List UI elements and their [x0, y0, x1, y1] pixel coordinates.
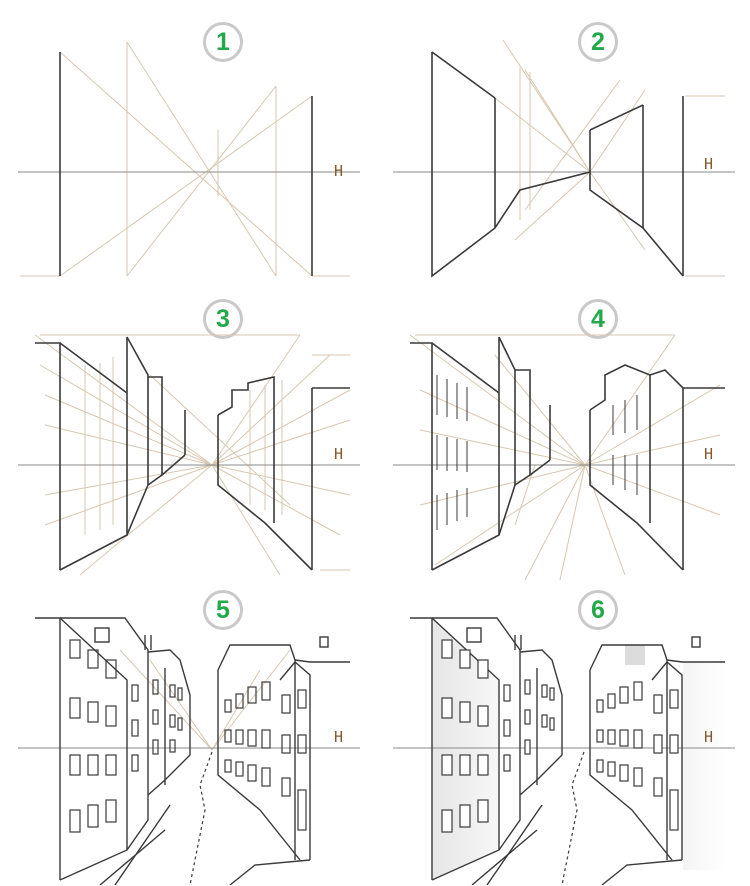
step-drawing [18, 617, 360, 885]
step-panel-3: 3 [0, 295, 375, 590]
horizon-mark: H [704, 445, 713, 463]
step-drawing [18, 41, 360, 277]
step-number: 2 [591, 27, 605, 56]
horizon-mark: H [704, 728, 713, 746]
step-number: 3 [216, 304, 230, 333]
step-number: 1 [216, 27, 230, 56]
horizon-label: H [334, 728, 344, 746]
step-badge: 2 [578, 22, 618, 62]
step-panel-6: 6 [375, 590, 750, 885]
horizon-label: H [334, 445, 344, 463]
horizon-label: H [704, 155, 714, 173]
step-drawing [18, 334, 360, 576]
step-panel-5: 5 [0, 590, 375, 885]
step-number: 6 [591, 595, 605, 624]
step-number: 5 [216, 595, 230, 624]
step-drawing [393, 617, 735, 885]
step-badge: 3 [203, 299, 243, 339]
step-panel-4: 4 [375, 295, 750, 590]
horizon-mark: H [704, 155, 713, 173]
step-badge: 5 [203, 590, 243, 630]
step-panel-1: 1 H [0, 0, 375, 295]
horizon-label: H [334, 162, 344, 180]
horizon-mark: H [334, 445, 343, 463]
step-drawing [393, 334, 735, 581]
horizon-label: H [704, 728, 714, 746]
step-number: 4 [591, 304, 605, 333]
horizon-mark: H [334, 728, 343, 746]
step-badge: 6 [578, 590, 618, 630]
step-badge: 1 [203, 22, 243, 62]
step-badge: 4 [578, 299, 618, 339]
horizon-label: H [704, 445, 714, 463]
step-panel-2: 2 H [375, 0, 750, 295]
horizon-mark: H [334, 162, 343, 180]
step-drawing [393, 39, 735, 278]
